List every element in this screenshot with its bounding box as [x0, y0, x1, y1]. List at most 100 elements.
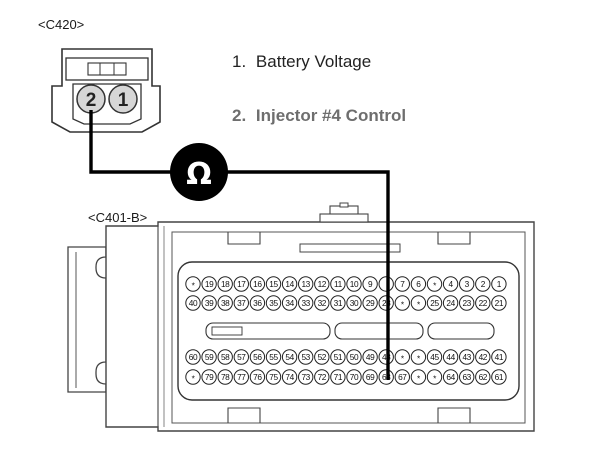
c401b-pin-72: 72: [314, 369, 330, 385]
c401b-pin-label: 30: [350, 298, 359, 308]
c401b-pin-63: 63: [459, 369, 475, 385]
c401b-pin-44: 44: [442, 349, 459, 365]
c401b-divider-mid: [334, 322, 424, 340]
c401b-pin-label: 39: [205, 298, 214, 308]
c401b-pin-label: 36: [253, 298, 262, 308]
c401b-pin-75: 75: [265, 369, 282, 385]
c401b-pin-51: 51: [330, 349, 346, 365]
legend: 1. Battery Voltage 2. Injector #4 Contro…: [232, 52, 406, 125]
c401b-pin-label: 15: [269, 279, 278, 289]
c401b-pin-label: 79: [205, 372, 214, 382]
c401b-pin-label: 24: [446, 298, 455, 308]
c401b-pin-label: 9: [368, 279, 373, 289]
c401b-pin-9: 9: [362, 276, 378, 292]
c401b-pin-78: 78: [217, 369, 233, 385]
c401b-pin-label: 43: [462, 352, 471, 362]
c401b-pin-25: 25: [426, 295, 443, 311]
c401b-pin-60: 60: [185, 349, 201, 365]
c401b-pin-label: 50: [350, 352, 359, 362]
c401b-pin-62: 62: [475, 369, 491, 385]
c401b-pin-56: 56: [249, 349, 266, 365]
c401b-pin-blank: *: [410, 369, 427, 385]
c401b-pin-label: 42: [479, 352, 488, 362]
c420-pin-2-label: 2: [86, 90, 97, 111]
c401b-pin-label: 31: [334, 298, 343, 308]
c401b-pin-67: 67: [394, 369, 410, 385]
c401b-pin-33: 33: [298, 295, 314, 311]
c401b-pin-label: 76: [253, 372, 262, 382]
c401b-pin-label: 61: [495, 372, 504, 382]
legend-item-2-text: Injector #4 Control: [256, 106, 406, 125]
c401b-pin-14: 14: [281, 276, 298, 292]
c401b-pin-label: 73: [301, 372, 310, 382]
c401b-pin-label: 33: [301, 298, 310, 308]
c420-latch-slot: [87, 62, 127, 76]
c401b-pin-blank: *: [410, 295, 427, 311]
c401b-pin-11: 11: [330, 276, 346, 292]
c401b-pin-label: 34: [285, 298, 294, 308]
c401b-flange: [67, 246, 107, 393]
c401b-pin-label: 18: [221, 279, 230, 289]
c401b-pin-label: 2: [481, 279, 486, 289]
c401b-pin-79: 79: [201, 369, 217, 385]
c401b-pin-24: 24: [442, 295, 459, 311]
c401b-pin-label: 13: [301, 279, 310, 289]
c401b-pin-blank: *: [394, 295, 410, 311]
c401b-pin-label: 62: [479, 372, 488, 382]
c401b-pin-blank: *: [185, 276, 201, 292]
c401b-pin-1: 1: [491, 276, 507, 292]
c401b-pin-54: 54: [281, 349, 298, 365]
c401b-pin-label: 44: [446, 352, 455, 362]
c401b-pin-48: 48: [378, 349, 394, 365]
c401b-pin-blank: *: [426, 276, 443, 292]
c401b-pin-label: 7: [400, 279, 405, 289]
c401b-pin-70: 70: [346, 369, 362, 385]
c401b-pin-17: 17: [233, 276, 250, 292]
c401b-pin-label: 63: [462, 372, 471, 382]
c401b-pin-label: *: [192, 374, 196, 384]
c401b-pin-label: 6: [416, 279, 421, 289]
c401b-pin-35: 35: [265, 295, 282, 311]
c401b-pin-label: 38: [221, 298, 230, 308]
c401b-pin-2: 2: [475, 276, 491, 292]
c401b-pin-15: 15: [265, 276, 282, 292]
c401b-pin-12: 12: [314, 276, 330, 292]
c401b-pin-label: 25: [430, 298, 439, 308]
c401b-pin-64: 64: [442, 369, 459, 385]
c420-connector: 2 1: [51, 48, 161, 133]
c401b-pin-22: 22: [475, 295, 491, 311]
c420-pin-2: 2: [76, 84, 106, 114]
c401b-pin-label: 59: [205, 352, 214, 362]
ohmmeter-icon: Ω: [170, 143, 228, 201]
c401b-pin-29: 29: [362, 295, 378, 311]
c401b-pin-37: 37: [233, 295, 250, 311]
c401b-pin-40: 40: [185, 295, 201, 311]
c401b-pin-label: 74: [285, 372, 294, 382]
c401b-pin-53: 53: [298, 349, 314, 365]
c401b-pin-label: *: [417, 374, 421, 384]
c401b-pin-label: 3: [465, 279, 470, 289]
c401b-pin-label: 71: [334, 372, 343, 382]
c401b-pin-50: 50: [346, 349, 362, 365]
c401b-pin-label: 58: [221, 352, 230, 362]
c401b-pin-13: 13: [298, 276, 314, 292]
c401b-pin-label: 19: [205, 279, 214, 289]
c401b-pin-38: 38: [217, 295, 233, 311]
c401b-pin-77: 77: [233, 369, 250, 385]
c401b-pin-68: 68: [378, 369, 394, 385]
ohm-symbol: Ω: [186, 157, 212, 192]
c401b-pin-label: 69: [366, 372, 375, 382]
c401b-pin-label: *: [401, 354, 405, 364]
c401b-pin-45: 45: [426, 349, 443, 365]
c401b-pin-label: 57: [237, 352, 246, 362]
c401b-pin-28: 28: [378, 295, 394, 311]
c401b-pin-76: 76: [249, 369, 266, 385]
c420-pin-1-label: 1: [118, 90, 129, 111]
c401b-pin-label: *: [433, 281, 437, 291]
c401b-pin-71: 71: [330, 369, 346, 385]
c401b-pin-label: 29: [366, 298, 375, 308]
c401b-pin-label: 23: [462, 298, 471, 308]
c401b-pin-59: 59: [201, 349, 217, 365]
